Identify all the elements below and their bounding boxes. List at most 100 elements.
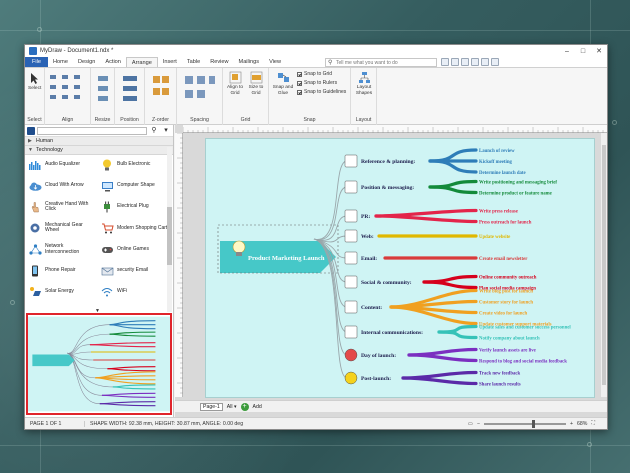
add-page-label[interactable]: Add bbox=[252, 403, 262, 410]
tab-insert[interactable]: Insert bbox=[162, 59, 177, 65]
library-search-input[interactable] bbox=[37, 126, 147, 135]
page-tab[interactable]: Page-1 bbox=[200, 402, 223, 411]
leaf-label: Update sales and customer success person… bbox=[479, 325, 571, 330]
close-button[interactable]: ✕ bbox=[596, 48, 602, 55]
page-overview-thumbnail[interactable] bbox=[26, 313, 172, 415]
tab-home[interactable]: Home bbox=[53, 59, 68, 65]
mindmap-branch[interactable]: Email:Create email newsletter bbox=[313, 238, 528, 265]
position-icons[interactable] bbox=[121, 74, 139, 104]
zoom-slider[interactable] bbox=[483, 419, 566, 428]
pointer-icon bbox=[31, 73, 39, 84]
shape-item[interactable]: Creative Hand With Click bbox=[28, 199, 98, 215]
shape-item[interactable]: Audio Equalizer bbox=[28, 157, 98, 173]
equalizer-icon bbox=[28, 159, 42, 171]
spacing-icons[interactable] bbox=[183, 74, 217, 104]
zorder-icons[interactable] bbox=[151, 74, 171, 104]
scrollbar-thumb[interactable] bbox=[602, 145, 606, 385]
bulb-icon bbox=[100, 159, 114, 171]
layout-icon bbox=[358, 72, 370, 83]
quick-access-toolbar bbox=[441, 58, 499, 66]
snap-to-rulers-checkbox[interactable]: Snap to Rulers bbox=[297, 80, 337, 86]
tab-design[interactable]: Design bbox=[77, 59, 96, 65]
mindmap-branch[interactable]: Web:Update website bbox=[313, 229, 510, 243]
tab-view[interactable]: View bbox=[269, 59, 282, 65]
status-bar: PAGE 1 OF 1 SHAPE WIDTH: 92.38 mm, HEIGH… bbox=[25, 417, 607, 429]
computer-icon bbox=[100, 180, 114, 192]
minimize-button[interactable]: – bbox=[565, 47, 569, 55]
snap-to-guidelines-checkbox[interactable]: Snap to Guidelines bbox=[297, 89, 346, 95]
tab-action[interactable]: Action bbox=[105, 59, 121, 65]
align-to-grid-button[interactable]: Align to Grid bbox=[225, 71, 245, 96]
select-button[interactable]: Select bbox=[28, 72, 41, 92]
tell-me-input[interactable]: ⚲ Tell me what you want to do bbox=[325, 58, 437, 67]
mindmap-branch[interactable]: Position & messaging:Write positioning a… bbox=[313, 179, 557, 241]
add-page-icon[interactable]: + bbox=[240, 402, 249, 411]
new-file-icon[interactable] bbox=[441, 58, 449, 66]
shape-item[interactable]: Computer Shape bbox=[100, 178, 170, 194]
splitter-handle-icon[interactable]: ▼ bbox=[95, 308, 100, 314]
chevron-down-icon[interactable]: ▾ bbox=[164, 126, 168, 134]
shape-item[interactable]: Phone Repair bbox=[28, 263, 98, 279]
mindmap-branch[interactable]: Reference & planning:Launch of reviewKic… bbox=[313, 148, 526, 240]
redo-icon[interactable] bbox=[491, 58, 499, 66]
snap-to-grid-checkbox[interactable]: Snap to Grid bbox=[297, 71, 332, 77]
snap-and-glue-button[interactable]: Snap and Glue bbox=[271, 71, 295, 96]
zoom-out-icon[interactable]: − bbox=[476, 420, 480, 427]
tab-mailings[interactable]: Mailings bbox=[238, 59, 260, 65]
search-icon[interactable]: ⚲ bbox=[151, 126, 157, 134]
shape-item[interactable]: Cloud With Arrow bbox=[28, 178, 98, 194]
central-topic[interactable]: Product Marketing Launch bbox=[217, 224, 339, 274]
shape-item[interactable]: Online Games bbox=[100, 242, 170, 258]
print-icon[interactable] bbox=[471, 58, 479, 66]
undo-icon[interactable] bbox=[481, 58, 489, 66]
mindmap-branch[interactable]: Content:Write blog post for launchCustom… bbox=[313, 238, 552, 327]
tab-review[interactable]: Review bbox=[210, 59, 229, 65]
branch-icon bbox=[344, 371, 358, 385]
leaf-connector bbox=[437, 330, 478, 340]
all-pages-dropdown[interactable]: All ▾ bbox=[226, 403, 237, 410]
mindmap-branch[interactable]: Social & community:Online community outr… bbox=[313, 238, 537, 291]
ribbon-arrange: Select Select Align Resize Position bbox=[25, 68, 607, 125]
open-file-icon[interactable] bbox=[451, 58, 459, 66]
shape-item[interactable]: Electrical Plug bbox=[100, 199, 170, 215]
fit-page-icon[interactable]: ▭ bbox=[468, 420, 473, 427]
align-icons[interactable] bbox=[49, 74, 87, 106]
horizontal-ruler[interactable] bbox=[182, 125, 607, 133]
shape-item[interactable]: Solar Energy bbox=[28, 284, 98, 300]
category-human[interactable]: ▶Human bbox=[25, 137, 173, 146]
shape-item[interactable]: security Email bbox=[100, 263, 170, 279]
shape-item[interactable]: Network Interconnection bbox=[28, 242, 98, 258]
scrollbar-thumb[interactable] bbox=[167, 207, 172, 265]
maximize-button[interactable]: □ bbox=[580, 47, 586, 55]
category-technology[interactable]: ▼Technology bbox=[25, 146, 173, 155]
tab-table[interactable]: Table bbox=[186, 59, 201, 65]
shape-item[interactable]: Mechanical Gear Wheel bbox=[28, 220, 98, 236]
tab-file[interactable]: File bbox=[25, 57, 49, 67]
resize-icons[interactable] bbox=[96, 74, 110, 104]
leaf-label: Press outreach for launch bbox=[479, 220, 532, 225]
zoom-in-icon[interactable]: + bbox=[569, 420, 573, 427]
leaf-connector bbox=[401, 376, 478, 386]
layout-shapes-button[interactable]: Layout Shapes bbox=[353, 71, 375, 96]
fit-window-icon[interactable]: ⛶ bbox=[591, 420, 595, 426]
slider-knob[interactable] bbox=[531, 419, 535, 428]
vertical-ruler[interactable] bbox=[175, 132, 183, 397]
shape-item[interactable]: WiFi bbox=[100, 284, 170, 300]
save-icon[interactable] bbox=[461, 58, 469, 66]
shape-item[interactable]: Bulb Electronic bbox=[100, 157, 170, 173]
canvas-scrollbar[interactable] bbox=[601, 133, 607, 397]
tab-arrange[interactable]: Arrange bbox=[125, 57, 158, 67]
library-scrollbar[interactable] bbox=[167, 147, 172, 312]
gear-icon bbox=[28, 222, 42, 234]
shape-item[interactable]: Modern Shopping Cart bbox=[100, 220, 170, 236]
size-to-grid-button[interactable]: Size to Grid bbox=[246, 71, 266, 96]
title-bar: MyDraw - Document1.ndx * – □ ✕ bbox=[25, 45, 607, 57]
overview-leaf-line bbox=[95, 377, 156, 385]
grid-align-icon bbox=[229, 71, 241, 84]
library-icon[interactable] bbox=[27, 126, 35, 135]
